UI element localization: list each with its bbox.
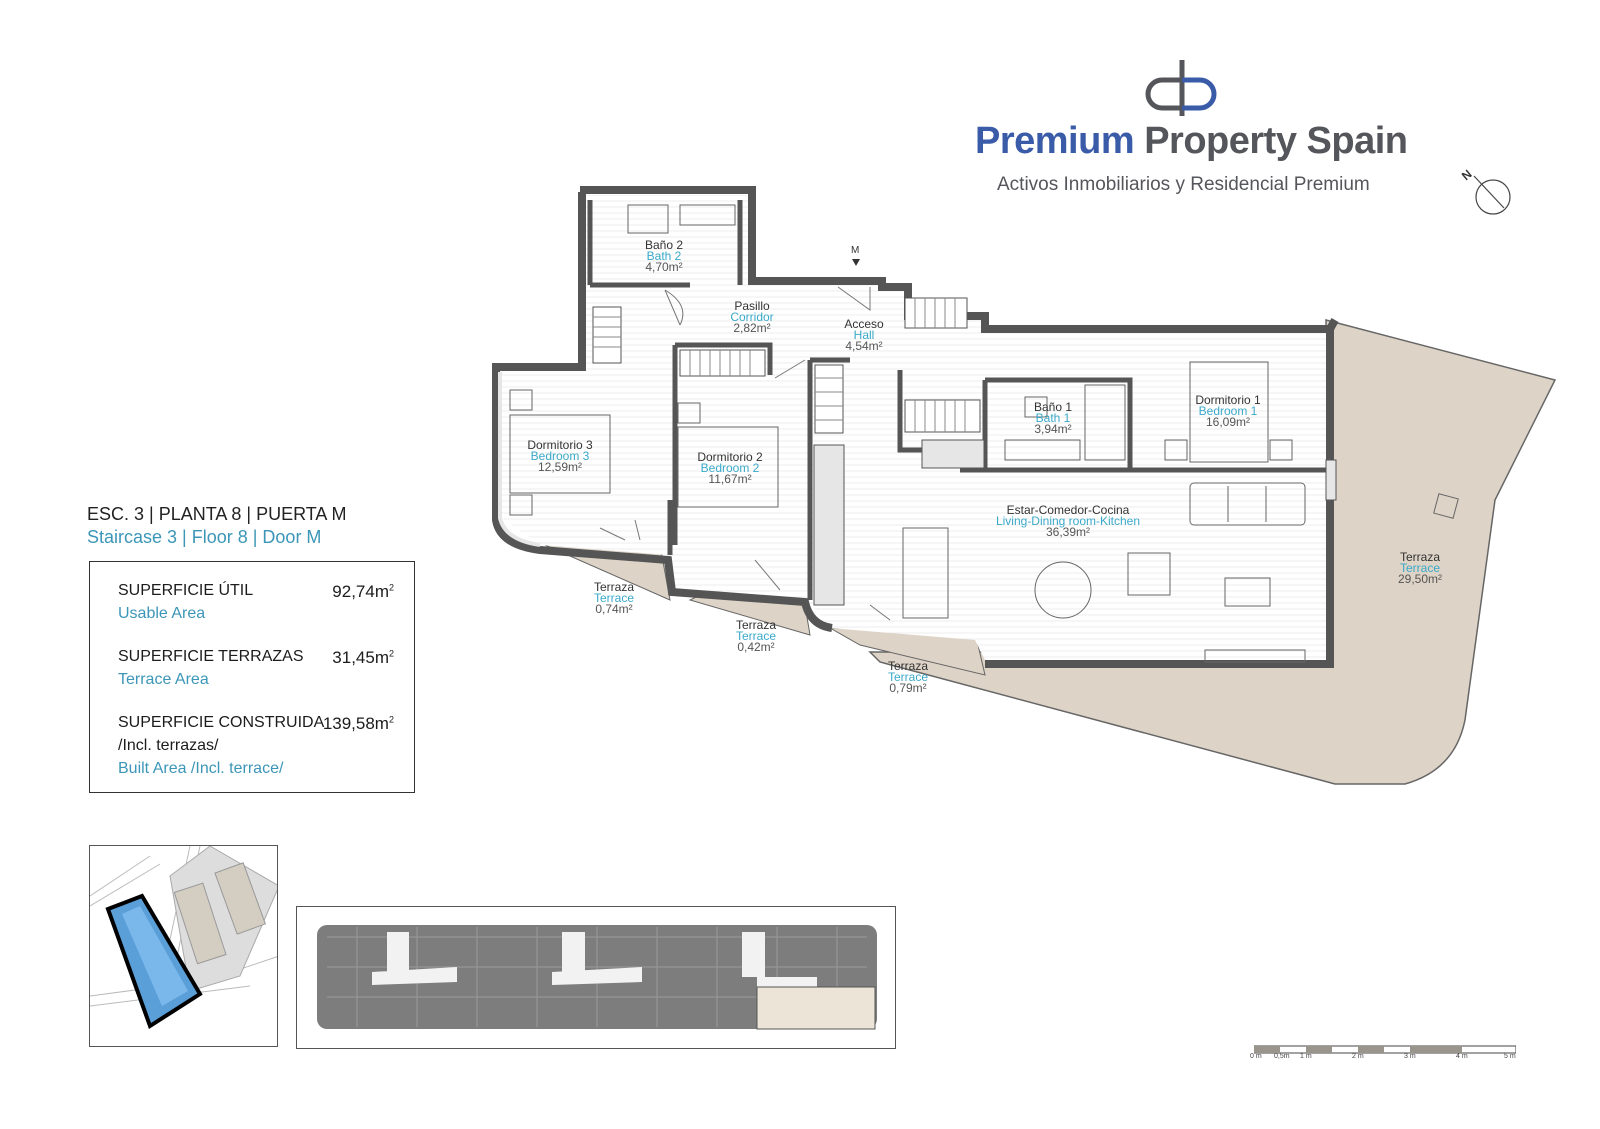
unit-title-es: ESC. 3 | PLANTA 8 | PUERTA M	[87, 504, 347, 524]
brand-name-part2: Property Spain	[1144, 120, 1408, 162]
terrace-area-label: SUPERFICIE TERRAZAS	[118, 648, 304, 665]
site-location-map	[89, 845, 278, 1047]
brand-name: Premium Property Spain	[975, 120, 1408, 163]
scale-bar-drawing	[1253, 1045, 1517, 1054]
terrace-area-sublabel: Terrace Area	[118, 671, 209, 688]
exterior-walls-west	[492, 192, 833, 632]
scale-label-6: 5 m	[1504, 1053, 1516, 1060]
entry-arrow-icon	[852, 259, 860, 266]
terrace-area-row: SUPERFICIE TERRAZAS Terrace Area 31,45m2	[118, 648, 394, 689]
unit-title-en: Staircase 3 | Floor 8 | Door M	[87, 527, 322, 547]
scale-label-1: 0,5m	[1274, 1053, 1290, 1060]
interior-walls	[587, 200, 1330, 600]
usable-area-sublabel: Usable Area	[118, 605, 206, 622]
block-key-map	[296, 906, 896, 1049]
scale-label-3: 2 m	[1352, 1053, 1364, 1060]
furniture	[509, 204, 1459, 663]
brand-tagline: Activos Inmobiliarios y Residencial Prem…	[997, 174, 1370, 195]
block-highlight	[756, 986, 876, 1030]
scale-label-0: 0 m	[1250, 1053, 1262, 1060]
usable-area-value: 92,74m2	[332, 582, 394, 601]
scale-label-2: 1 m	[1300, 1053, 1312, 1060]
terrace-area-value: 31,45m2	[332, 648, 394, 667]
north-arrow-icon: N	[1460, 167, 1511, 215]
usable-area-row: SUPERFICIE ÚTIL Usable Area 92,74m2	[118, 582, 394, 623]
built-area-row: SUPERFICIE CONSTRUIDA /Incl. terrazas/ B…	[118, 714, 394, 778]
entry-door-label: M	[851, 245, 860, 256]
brand-name-part1: Premium	[975, 120, 1135, 162]
site-map-drawing	[90, 846, 277, 1046]
scale-bar: 0 m 0,5m 1 m 2 m 3 m 4 m 5 m	[1250, 1043, 1517, 1061]
built-area-value: 139,58m2	[322, 714, 394, 733]
scale-label-5: 4 m	[1456, 1053, 1468, 1060]
built-area-sublabel: Built Area /Incl. terrace/	[118, 760, 284, 777]
area-summary-box: SUPERFICIE ÚTIL Usable Area 92,74m2 SUPE…	[89, 561, 415, 793]
usable-area-label: SUPERFICIE ÚTIL	[118, 582, 254, 599]
built-area-label: SUPERFICIE CONSTRUIDA	[118, 714, 325, 731]
block-map-drawing	[317, 925, 877, 1030]
scale-label-4: 3 m	[1404, 1053, 1416, 1060]
built-area-label-2: /Incl. terrazas/	[118, 737, 219, 754]
brand-logo-icon	[1145, 60, 1217, 116]
